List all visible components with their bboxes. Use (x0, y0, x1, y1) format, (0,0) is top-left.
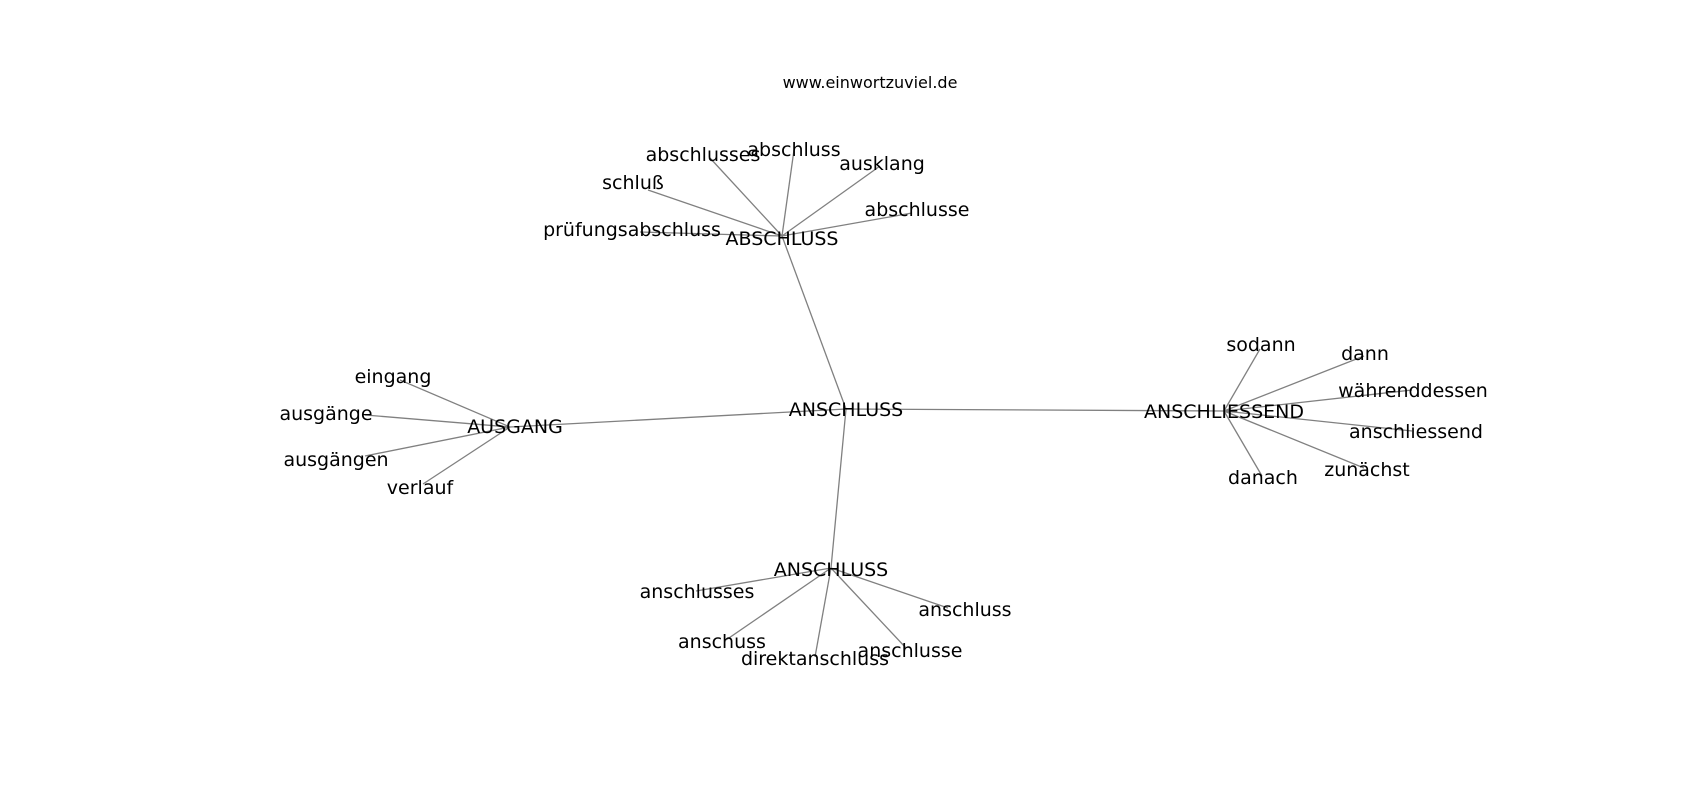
word-abschluss-3[interactable]: schluß (602, 172, 664, 194)
word-ausgang-1[interactable]: ausgänge (279, 403, 372, 425)
edge-anschliessend-4 (1223, 410, 1365, 469)
edge-anschliessend-3 (1223, 410, 1413, 432)
node-anschluss2[interactable]: ANSCHLUSS (774, 559, 889, 581)
edge-abschluss-1 (781, 149, 795, 237)
word-ausgang-2[interactable]: ausgängen (283, 449, 388, 471)
edge-anschliessend-1 (1223, 355, 1365, 412)
edge-anschliessend-2 (1223, 389, 1413, 412)
edge-abschluss-4 (781, 212, 913, 237)
edge-center-anschliessend (845, 408, 1225, 412)
node-center[interactable]: ANSCHLUSS (789, 399, 904, 421)
word-anschliessend-1[interactable]: dann (1341, 343, 1389, 365)
word-abschluss-2[interactable]: ausklang (839, 153, 925, 175)
edge-ausgang-0 (399, 379, 511, 428)
node-abschluss[interactable]: ABSCHLUSS (726, 228, 839, 250)
edge-abschluss-0 (709, 157, 783, 237)
edge-abschluss-3 (647, 189, 783, 237)
word-abschluss-4[interactable]: abschlusse (865, 199, 970, 221)
word-anschliessend-0[interactable]: sodann (1226, 334, 1295, 356)
word-anschliessend-3[interactable]: anschliessend (1349, 421, 1483, 443)
edge-anschluss2-4 (814, 567, 832, 658)
node-ausgang[interactable]: AUSGANG (467, 416, 563, 438)
graph-edges (364, 149, 1413, 658)
word-anschluss2-1[interactable]: anschluss (918, 599, 1011, 621)
edge-anschluss2-1 (830, 567, 949, 609)
word-abschluss-1[interactable]: abschluss (747, 139, 840, 161)
edge-center-abschluss (781, 235, 847, 410)
edge-center-ausgang (509, 408, 847, 428)
edge-center-anschluss2 (830, 408, 847, 569)
word-anschluss2-4[interactable]: direktanschluss (741, 648, 889, 670)
edge-anschluss2-0 (695, 567, 832, 592)
word-abschluss-5[interactable]: prüfungsabschluss (543, 219, 721, 241)
edge-ausgang-3 (422, 426, 511, 485)
word-anschluss2-3[interactable]: anschlusse (858, 640, 963, 662)
word-ausgang-0[interactable]: eingang (355, 366, 432, 388)
word-ausgang-3[interactable]: verlauf (387, 477, 455, 499)
site-url[interactable]: www.einwortzuviel.de (783, 73, 958, 92)
word-anschluss2-2[interactable]: anschuss (678, 631, 766, 653)
edge-anschliessend-5 (1223, 410, 1263, 477)
edge-ausgang-2 (364, 426, 511, 457)
edge-abschluss-5 (639, 231, 783, 237)
node-anschliessend[interactable]: ANSCHLIESSEND (1144, 401, 1304, 423)
edge-anschluss2-2 (725, 567, 832, 641)
edge-ausgang-1 (364, 414, 511, 428)
edge-anschliessend-0 (1223, 348, 1261, 412)
edge-anschluss2-3 (830, 567, 907, 649)
edge-abschluss-2 (781, 165, 881, 237)
word-anschliessend-4[interactable]: zunächst (1324, 459, 1410, 481)
word-anschluss2-0[interactable]: anschlusses (640, 581, 755, 603)
word-anschliessend-5[interactable]: danach (1228, 467, 1298, 489)
graph-labels: ANSCHLUSSABSCHLUSSabschlussesabschlussau… (279, 139, 1487, 670)
word-abschluss-0[interactable]: abschlusses (646, 144, 761, 166)
word-anschliessend-2[interactable]: währenddessen (1338, 380, 1488, 402)
